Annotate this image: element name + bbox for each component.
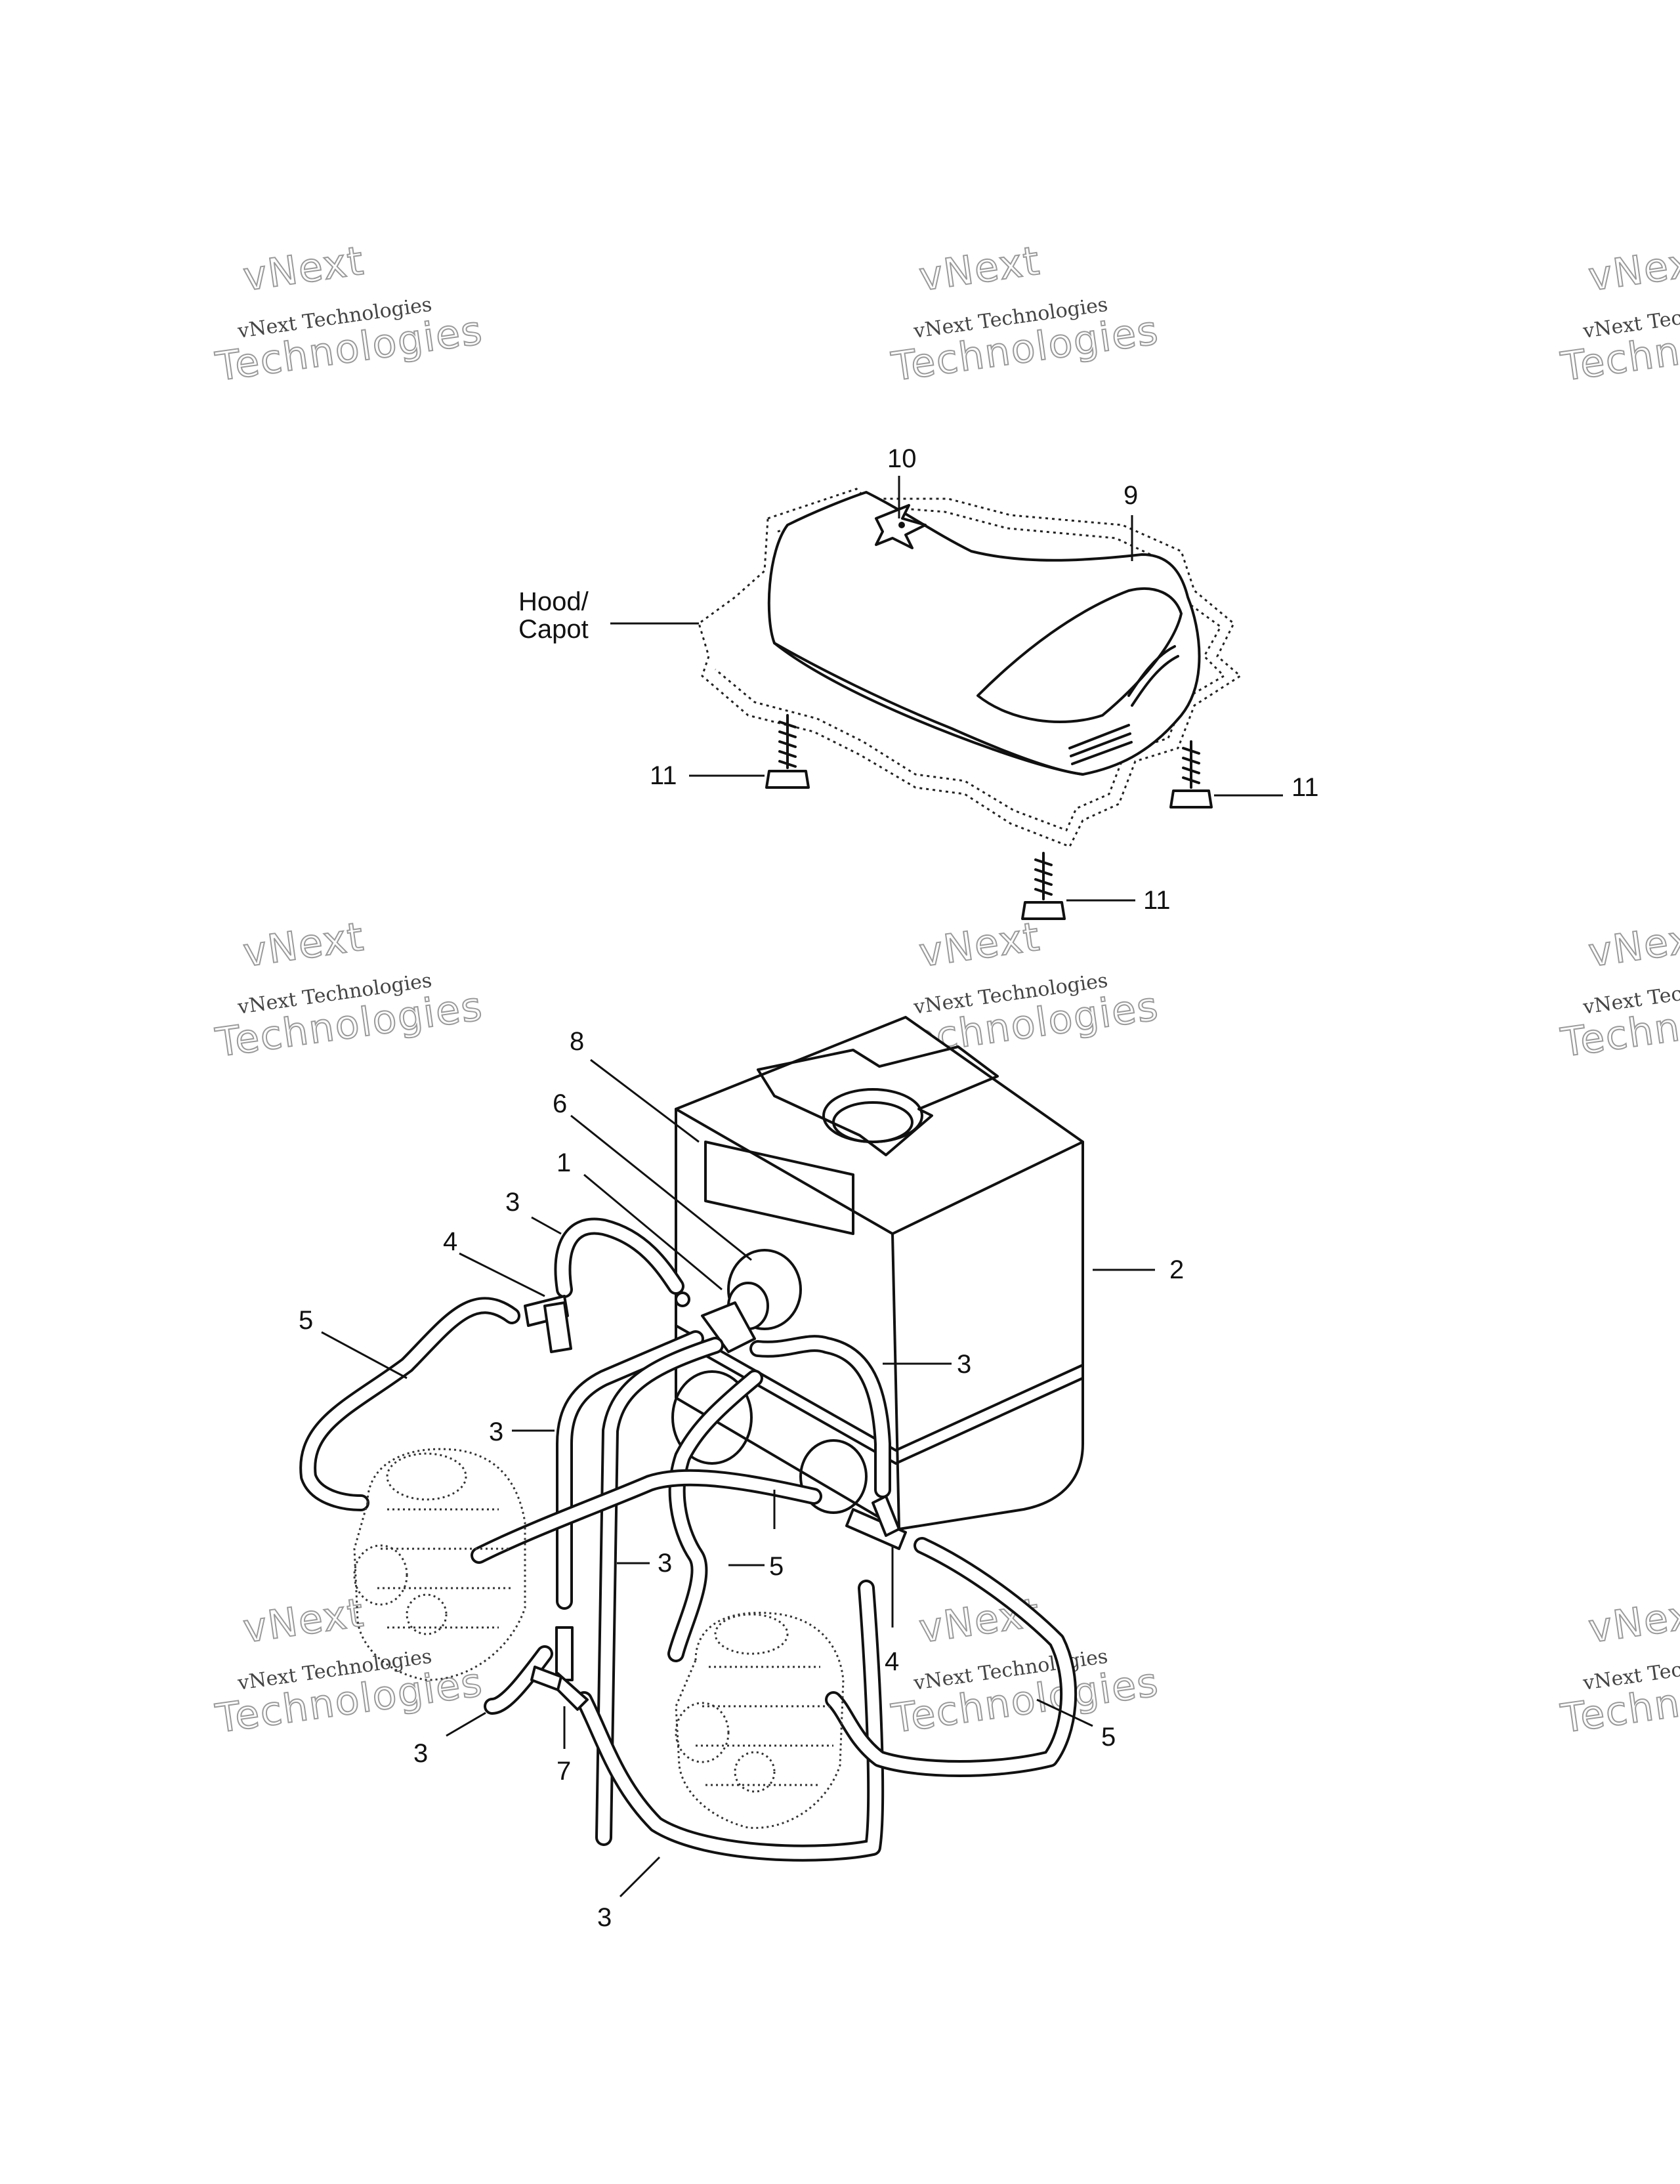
- leader-4-left: [459, 1252, 545, 1297]
- hood-assembly: [698, 488, 1242, 920]
- oil-tank-assembly: [299, 1016, 1084, 1862]
- bolt-part-11-left: [765, 714, 810, 789]
- grommet: [675, 1292, 690, 1307]
- bolt-part-11-right: [1169, 740, 1213, 808]
- callout-3-left-bottom: 3: [413, 1739, 428, 1768]
- callout-10: 10: [887, 444, 917, 473]
- logo-dot: [898, 522, 905, 528]
- bolt-part-11-bottom: [1021, 852, 1066, 920]
- watermark-mid-left: vNext vNext Technologies Technologies: [212, 913, 486, 1066]
- watermark-bottom-left: vNext vNext Technologies Technologies: [212, 1589, 486, 1742]
- callout-hood-line2: Capot: [518, 615, 589, 644]
- callout-9: 9: [1124, 481, 1138, 510]
- callout-5-middle: 5: [769, 1552, 784, 1581]
- watermark-text: vNext: [240, 1589, 367, 1652]
- watermark-text: vNext: [916, 238, 1043, 300]
- leader-3-left-bottom: [446, 1712, 486, 1737]
- leader-5-left: [321, 1331, 408, 1379]
- callout-11-bottom: 11: [1143, 886, 1171, 915]
- watermark-text: vNext: [1586, 1589, 1680, 1652]
- tank-filler-neck: [757, 1045, 999, 1156]
- callout-3-right: 3: [957, 1350, 971, 1379]
- callout-labels: 10 9 Hood/ Capot 11 11 11 8 6 1 3 4 5 2 …: [299, 444, 1319, 1932]
- cover-vents: [1068, 645, 1179, 765]
- callout-2: 2: [1169, 1255, 1184, 1284]
- hose-part-3-bottom: [576, 1580, 885, 1862]
- leader-3-top: [531, 1216, 562, 1235]
- watermark-text: vNext: [240, 238, 367, 300]
- oil-tank-part-2: [675, 1016, 1084, 1530]
- leader-8: [590, 1059, 700, 1143]
- tank-filler-ring-inner: [832, 1101, 914, 1143]
- cover-edge: [773, 642, 1084, 776]
- callout-4-right: 4: [885, 1647, 899, 1676]
- callout-11-right: 11: [1292, 773, 1319, 802]
- leader-1: [583, 1173, 723, 1291]
- tee-fitting-part-4-left: [524, 1295, 572, 1353]
- watermark-mid-right: vNext vNext Technologies Technologies: [1557, 913, 1680, 1066]
- cover-scoop: [976, 587, 1183, 723]
- watermark-text: vNext: [1586, 914, 1680, 976]
- callout-11-left: 11: [650, 761, 677, 790]
- decal-part-8: [704, 1141, 854, 1235]
- y-fitting-part-7: [530, 1626, 589, 1711]
- watermark-text: vNext: [240, 914, 367, 976]
- hood-outline-inner: [715, 504, 1226, 831]
- watermark-top-left: vNext vNext Technologies Technologies: [212, 237, 486, 390]
- callout-5-left: 5: [299, 1306, 313, 1335]
- watermark-text: vNext: [916, 914, 1043, 976]
- callout-3-bottom: 3: [597, 1903, 612, 1932]
- callout-7: 7: [556, 1757, 571, 1786]
- callout-3-top: 3: [505, 1188, 520, 1217]
- callout-3-center: 3: [658, 1549, 672, 1578]
- leader-5-right: [1036, 1698, 1093, 1727]
- callout-8: 8: [570, 1027, 584, 1056]
- watermark-text: vNext: [1586, 238, 1680, 300]
- cover-part-9: [767, 491, 1201, 776]
- callout-1: 1: [556, 1148, 571, 1177]
- tee-fitting-part-4-right: [845, 1495, 907, 1550]
- hood-outline: [698, 488, 1242, 848]
- tank-recess-left: [671, 1370, 753, 1465]
- watermark-top-center: vNext vNext Technologies Technologies: [888, 237, 1162, 390]
- oil-tank-corner: [891, 1232, 900, 1530]
- watermark-top-right: vNext vNext Technologies Technologies: [1557, 237, 1680, 390]
- callout-hood-line1: Hood/: [518, 587, 589, 616]
- watermark-bottom-right: vNext vNext Technologies Technologies: [1557, 1589, 1680, 1742]
- callout-6: 6: [553, 1089, 567, 1118]
- leader-3-bottom: [619, 1856, 661, 1898]
- callout-5-right: 5: [1101, 1723, 1116, 1752]
- callout-3-mid: 3: [489, 1418, 503, 1446]
- tank-recess-right: [799, 1439, 868, 1514]
- hose-part-5-left: [299, 1297, 520, 1511]
- callout-4-left: 4: [443, 1227, 457, 1256]
- carburetor-right: [675, 1612, 845, 1829]
- leader-6: [570, 1114, 752, 1261]
- leader-lines: [321, 476, 1283, 1898]
- carburetor-left: [353, 1448, 526, 1681]
